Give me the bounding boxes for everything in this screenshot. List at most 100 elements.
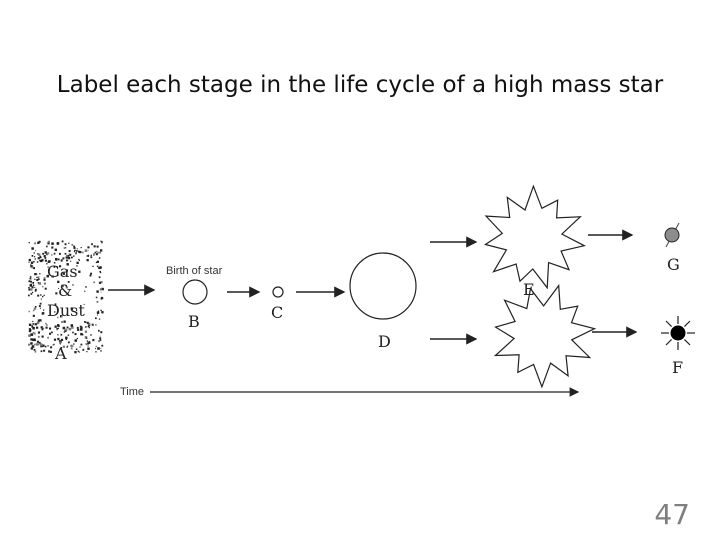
label-c: C <box>271 303 283 322</box>
cloud-speck <box>32 331 35 334</box>
cloud-speck <box>57 334 59 336</box>
cloud-speck <box>99 270 101 273</box>
cloud-speck <box>78 259 80 261</box>
cloud-speck <box>62 257 65 260</box>
cloud-speck <box>96 290 99 293</box>
cloud-speck <box>28 328 31 330</box>
cloud-speck <box>29 284 33 287</box>
cloud-speck <box>66 326 69 329</box>
cloud-speck <box>28 323 32 326</box>
cloud-speck <box>77 328 80 331</box>
black-hole-ray <box>665 338 673 346</box>
black-hole <box>670 325 686 341</box>
cloud-speck <box>30 342 33 345</box>
cloud-speck <box>70 324 74 327</box>
supergiant-star <box>349 252 417 320</box>
cloud-speck <box>58 287 60 289</box>
cloud-speck <box>78 258 80 261</box>
cloud-speck <box>40 326 43 329</box>
cloud-speck <box>46 253 48 256</box>
cloud-speck <box>68 253 70 255</box>
cloud-speck <box>87 255 89 257</box>
cloud-speck <box>100 240 102 242</box>
cloud-speck <box>53 262 56 264</box>
cloud-speck <box>54 303 57 306</box>
neutron-star <box>664 227 680 243</box>
cloud-speck <box>76 309 78 311</box>
cloud-speck <box>88 325 90 327</box>
main-sequence-star <box>272 286 284 298</box>
cloud-speck <box>42 327 45 329</box>
cloud-speck <box>87 342 90 345</box>
cloud-speck <box>76 265 78 267</box>
cloud-speck <box>28 280 31 283</box>
cloud-speck <box>73 251 75 253</box>
cloud-speck <box>81 251 84 254</box>
cloud-speck <box>37 282 40 284</box>
cloud-speck <box>38 305 41 307</box>
cloud-speck <box>37 253 39 255</box>
cloud-speck <box>53 252 56 255</box>
cloud-speck <box>88 341 91 344</box>
cloud-speck <box>39 256 42 259</box>
cloud-speck <box>100 309 102 312</box>
cloud-speck <box>45 326 48 329</box>
cloud-speck <box>85 343 87 345</box>
cloud-speck <box>34 339 36 342</box>
cloud-speck <box>52 344 55 346</box>
cloud-speck <box>36 321 40 324</box>
cloud-speck <box>31 345 35 348</box>
cloud-speck <box>90 256 93 259</box>
cloud-speck <box>28 343 30 346</box>
page-title: Label each stage in the life cycle of a … <box>56 72 664 98</box>
cloud-speck <box>86 255 88 257</box>
cloud-speck <box>61 240 64 243</box>
cloud-speck <box>90 272 92 275</box>
cloud-speck <box>40 343 43 347</box>
cloud-speck <box>44 287 47 290</box>
cloud-speck <box>98 257 101 259</box>
cloud-speck <box>63 331 65 333</box>
cloud-speck <box>86 259 89 262</box>
cloud-speck <box>72 331 74 334</box>
cloud-speck <box>50 346 53 349</box>
cloud-speck <box>87 322 91 326</box>
cloud-speck <box>98 340 101 343</box>
cloud-speck <box>99 266 102 269</box>
cloud-speck <box>29 276 32 278</box>
cloud-speck <box>72 284 74 286</box>
cloud-speck <box>76 337 78 340</box>
cloud-speck <box>31 325 34 328</box>
cloud-speck <box>92 339 95 342</box>
cloud-speck <box>76 326 79 329</box>
cloud-speck <box>37 241 40 244</box>
cloud-speck <box>39 302 42 305</box>
label-f: F <box>672 358 683 377</box>
cloud-speck <box>43 255 46 258</box>
cloud-speck <box>34 273 37 276</box>
cloud-speck <box>32 320 34 323</box>
cloud-speck <box>90 243 92 245</box>
cloud-speck <box>40 350 43 353</box>
cloud-speck <box>99 288 103 291</box>
cloud-speck <box>40 320 42 322</box>
cloud-speck <box>38 240 41 243</box>
cloud-speck <box>90 334 92 336</box>
cloud-speck <box>93 254 95 256</box>
cloud-speck <box>38 278 40 280</box>
cloud-speck <box>71 326 74 329</box>
cloud-speck <box>91 323 94 326</box>
cloud-speck <box>47 261 50 263</box>
cloud-speck <box>84 290 86 293</box>
cloud-speck <box>73 343 75 345</box>
cloud-speck <box>31 255 34 257</box>
cloud-speck <box>51 242 54 245</box>
cloud-speck <box>43 309 45 311</box>
cloud-speck <box>96 265 99 268</box>
cloud-speck <box>28 288 31 291</box>
cloud-speck <box>28 287 30 289</box>
cloud-speck <box>65 338 68 341</box>
cloud-speck <box>95 317 97 320</box>
cloud-speck <box>68 250 71 252</box>
